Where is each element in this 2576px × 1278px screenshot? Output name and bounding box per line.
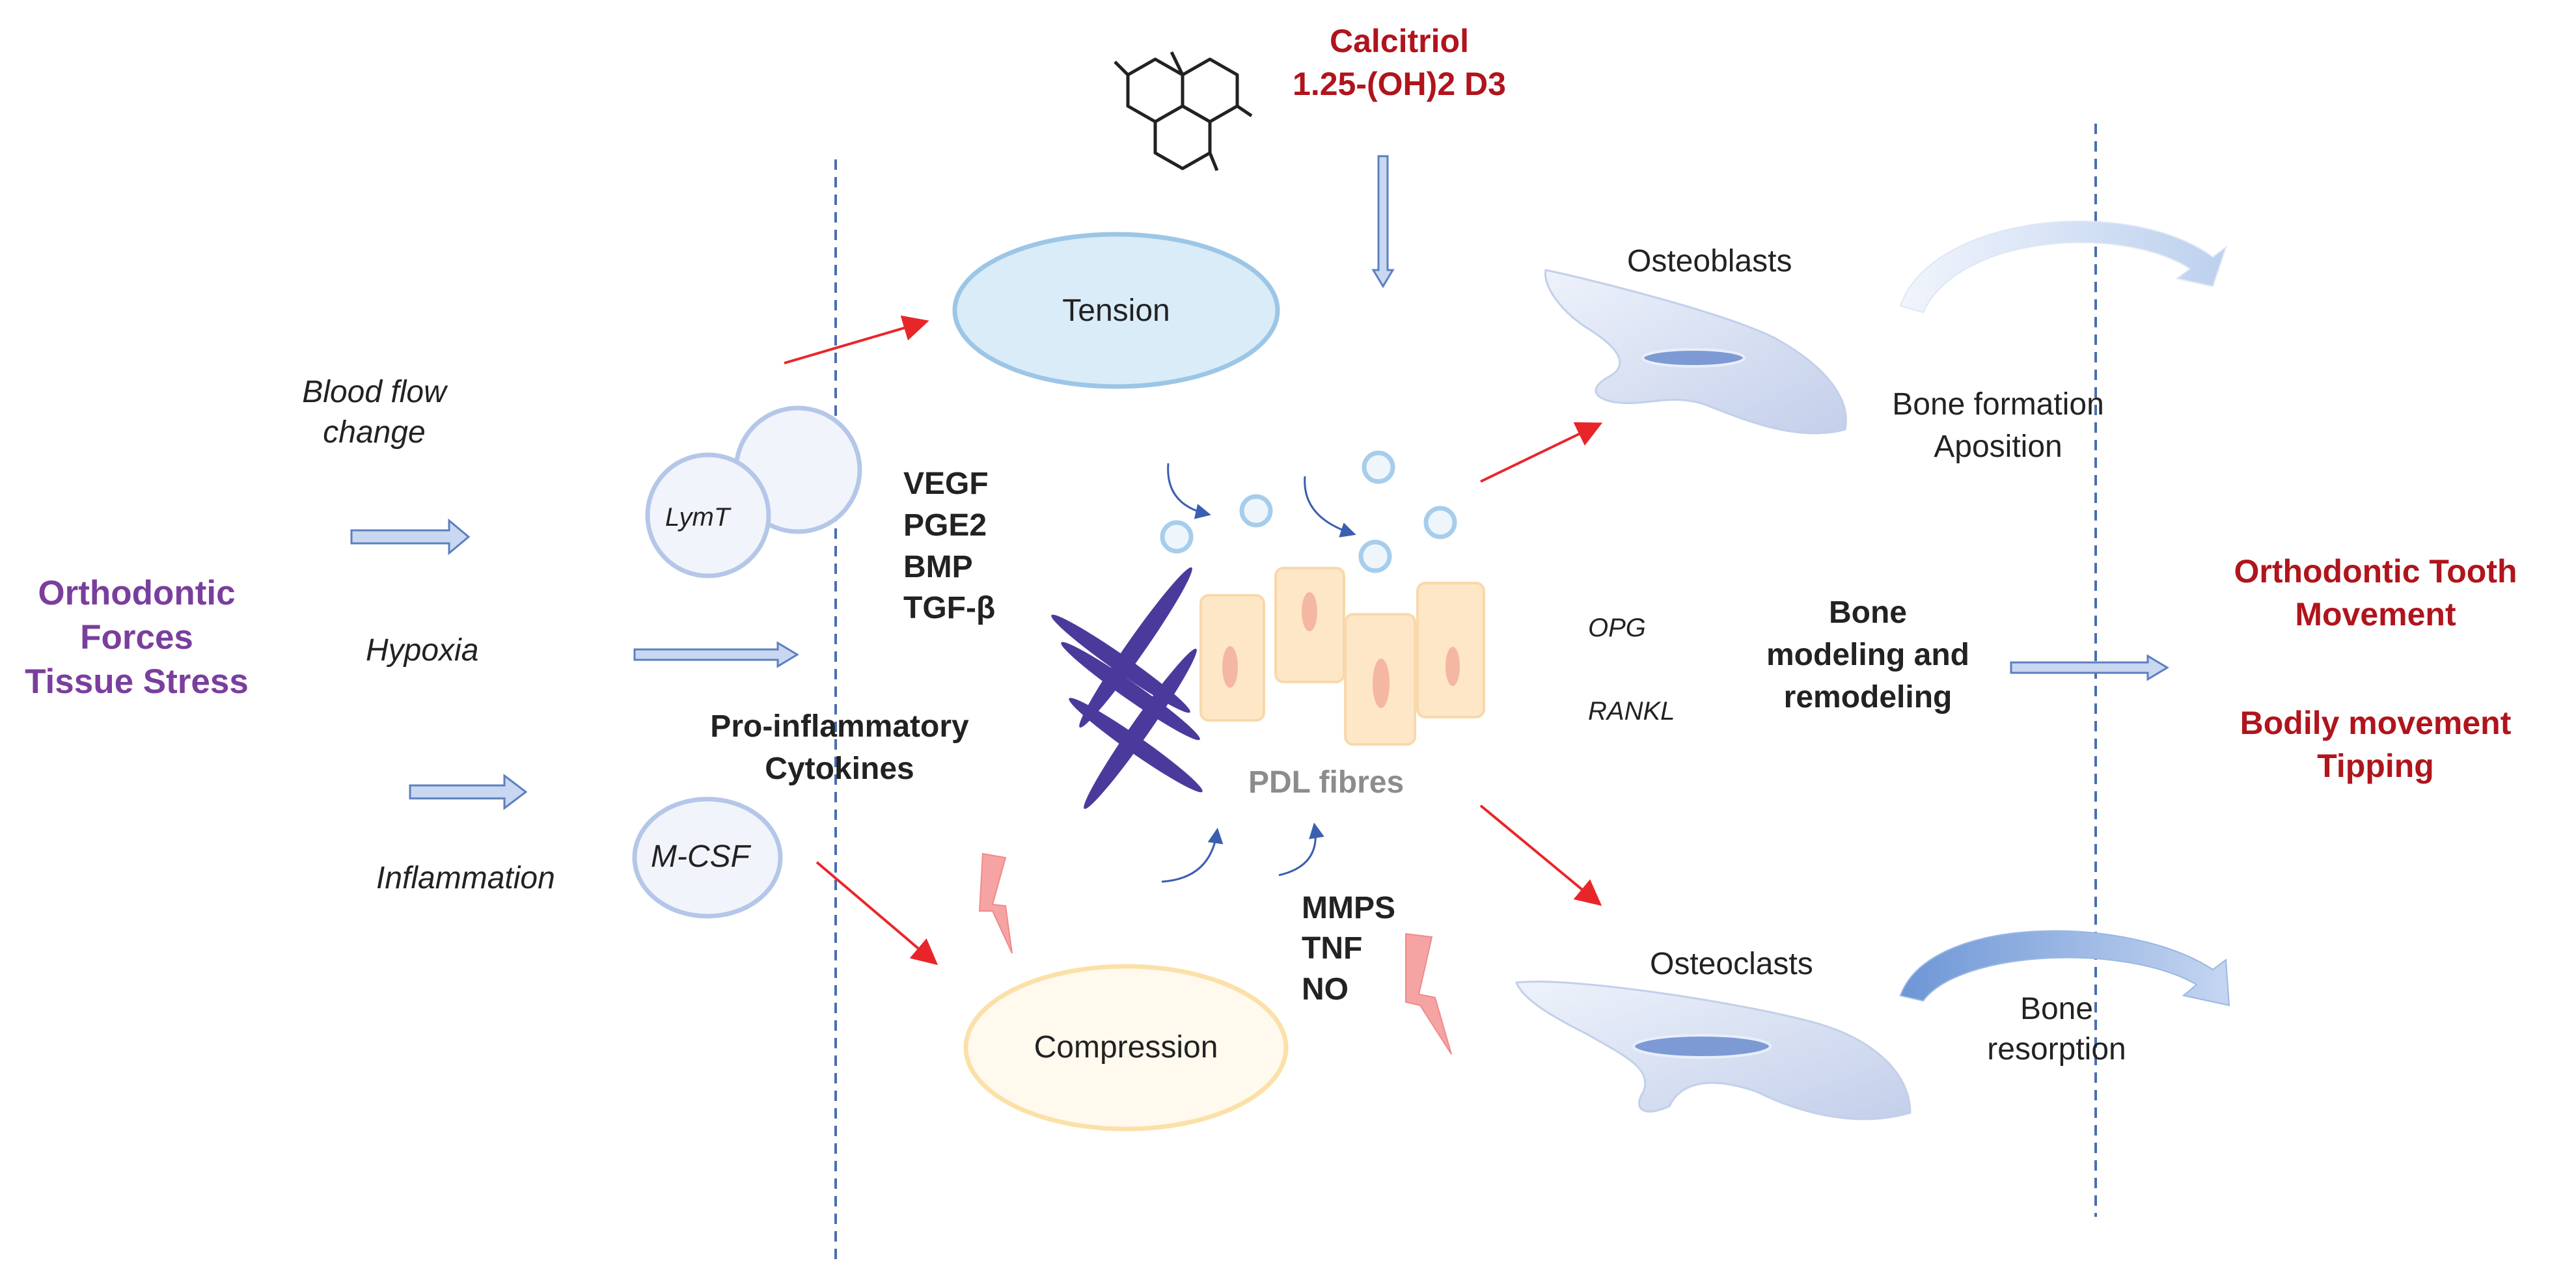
- mcsf-cell: [632, 796, 783, 919]
- bone-formation-line: Bone formation: [1892, 387, 2104, 422]
- hypoxia-label: Hypoxia: [366, 633, 479, 668]
- lightning-bolt-icon-right: [1405, 932, 1452, 1055]
- pdl-fibres-icon: [1051, 567, 1203, 809]
- arrow-to-tension: [784, 315, 929, 364]
- pro-inflammatory-line: Pro-inflammatory: [710, 709, 969, 744]
- vesicles: [1160, 450, 1457, 573]
- arrow-to-osteoblasts: [1480, 422, 1603, 483]
- bone-resorption-label: Bone resorption: [1966, 989, 2148, 1070]
- growth-factor-item: BMP: [903, 549, 973, 584]
- outcome-arrow: [2010, 654, 2169, 681]
- lymt-label: LymT: [665, 503, 730, 532]
- blood-flow-label: Blood flow change: [270, 372, 478, 454]
- orthodontic-tooth-movement-label: Orthodontic Tooth Movement: [2193, 550, 2558, 636]
- bone-resorption-line: Bone: [2020, 992, 2094, 1026]
- mediator-item: TNF: [1302, 931, 1363, 966]
- mcsf-label: M-CSF: [651, 839, 750, 874]
- inflammation-label: Inflammation: [376, 861, 555, 895]
- tension-ellipse: [952, 232, 1280, 389]
- mediator-item: NO: [1302, 972, 1349, 1007]
- blood-flow-line: Blood flow: [302, 375, 446, 409]
- osteoblasts-label: Osteoblasts: [1627, 244, 1792, 279]
- calcitriol-down-arrow: [1371, 155, 1395, 288]
- mediators-list: MMPS TNF NO: [1302, 888, 1395, 1010]
- tension-label: Tension: [1062, 293, 1170, 328]
- lightning-bolt-icon-left: [978, 852, 1013, 954]
- pdl-fibres-label: PDL fibres: [1248, 765, 1404, 800]
- growth-factor-item: TGF-β: [903, 591, 996, 626]
- lymt-cell-front: [645, 452, 771, 578]
- rankl-label: RANKL: [1588, 697, 1675, 726]
- formation-curved-arrow: [1899, 221, 2227, 314]
- inflammation-arrow: [409, 773, 528, 811]
- pro-inflammatory-line: Cytokines: [765, 751, 914, 786]
- osteoclast-nucleus: [1632, 1034, 1772, 1059]
- opg-label: OPG: [1588, 614, 1646, 642]
- movement-type-line: Bodily movement: [2240, 705, 2512, 741]
- calcitriol-line: 1.25-(OH)2 D3: [1293, 66, 1506, 102]
- bone-resorption-line: resorption: [1987, 1032, 2126, 1067]
- title-line: Orthodontic: [38, 574, 236, 612]
- pro-inflammatory-label: Pro-inflammatory Cytokines: [670, 706, 1009, 791]
- compression-ellipse: [963, 964, 1289, 1132]
- movement-types-label: Bodily movement Tipping: [2193, 701, 2558, 787]
- arrow-to-compression: [815, 861, 939, 966]
- small-curved-arrows: [1161, 463, 1356, 883]
- calcitriol-line: Calcitriol: [1330, 23, 1469, 59]
- mediator-item: MMPS: [1302, 891, 1395, 925]
- otm-line: Movement: [2295, 596, 2456, 632]
- bone-remodeling-line: remodeling: [1783, 679, 1953, 714]
- calcitriol-label: Calcitriol 1.25-(OH)2 D3: [1237, 20, 1562, 105]
- movement-type-line: Tipping: [2317, 748, 2434, 784]
- bone-formation-line: Aposition: [1934, 429, 2062, 464]
- title-line: Forces: [80, 618, 193, 657]
- orthodontic-forces-title: Orthodontic Forces Tissue Stress: [20, 571, 254, 703]
- growth-factors-list: VEGF PGE2 BMP TGF-β: [903, 463, 995, 629]
- bone-remodeling-line: modeling and: [1766, 637, 1969, 672]
- pdl-cells: [1199, 567, 1485, 746]
- bone-remodeling-label: Bone modeling and remodeling: [1744, 592, 1992, 718]
- blood-flow-line: change: [323, 415, 426, 450]
- blood-flow-arrow: [350, 518, 471, 556]
- arrow-to-osteoclasts: [1479, 804, 1602, 906]
- bone-remodeling-line: Bone: [1829, 595, 1907, 630]
- growth-factor-item: PGE2: [903, 508, 987, 543]
- bone-formation-label: Bone formation Aposition: [1855, 384, 2141, 469]
- compression-label: Compression: [1034, 1030, 1218, 1065]
- osteoblast-nucleus: [1641, 348, 1746, 368]
- osteoclasts-label: Osteoclasts: [1650, 947, 1813, 981]
- otm-line: Orthodontic Tooth: [2234, 553, 2517, 590]
- calcitriol-molecule-icon: [1114, 51, 1253, 171]
- hypoxia-arrow: [633, 641, 799, 668]
- growth-factor-item: VEGF: [903, 467, 989, 501]
- resorption-curved-arrow: [1899, 930, 2230, 1007]
- title-line: Tissue Stress: [25, 662, 249, 701]
